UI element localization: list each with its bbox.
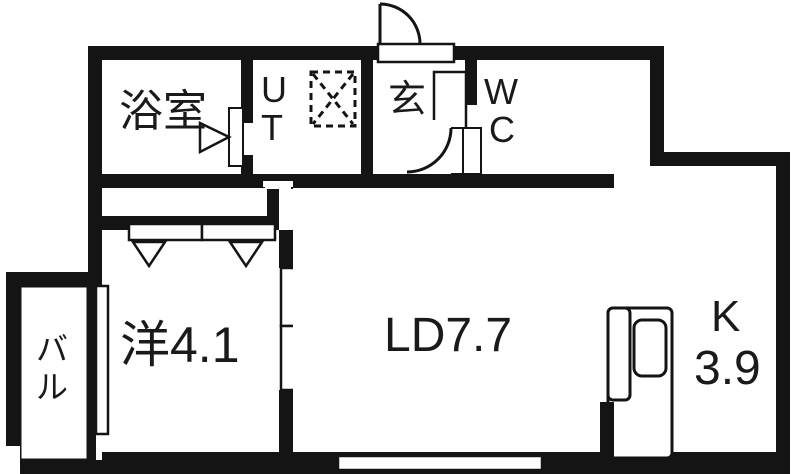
bath-folding-door-icon <box>198 121 232 155</box>
room-label-kitchen: K <box>711 292 741 341</box>
wc-door-icon <box>462 127 482 175</box>
room-label-entrance: 玄 <box>388 77 427 121</box>
room-label-kitchen-area: 3.9 <box>694 342 761 395</box>
kitchen-sink-icon <box>632 318 668 378</box>
room-label-balcony-line1: バ <box>36 330 69 368</box>
misc-marks <box>265 183 324 202</box>
room-label-bath: 浴室 <box>119 86 207 137</box>
corridor <box>102 188 267 216</box>
living-window-icon <box>336 454 544 472</box>
room-label-balcony-line2: ル <box>36 368 69 406</box>
entrance-door-icon <box>378 2 422 45</box>
room-label-utility-line1: U <box>261 69 287 110</box>
entrance-door-panel <box>376 42 456 64</box>
room-label-utility-line2: T <box>261 107 283 148</box>
balcony-door-icon <box>94 284 110 436</box>
room-wc <box>462 60 650 175</box>
room-kitchen <box>600 166 776 460</box>
room-label-bedroom: 洋4.1 <box>120 317 240 373</box>
closet-doors-icon <box>127 222 277 269</box>
room-label-wc-line2: C <box>489 109 515 150</box>
room-label-wc-line1: W <box>484 71 518 112</box>
washing-machine-icon <box>309 70 357 128</box>
room-balcony <box>6 284 90 474</box>
room-entrance <box>373 2 468 242</box>
room-label-living-dining: LD7.7 <box>384 309 513 362</box>
room-bath <box>102 60 244 174</box>
room-utility <box>253 60 361 189</box>
